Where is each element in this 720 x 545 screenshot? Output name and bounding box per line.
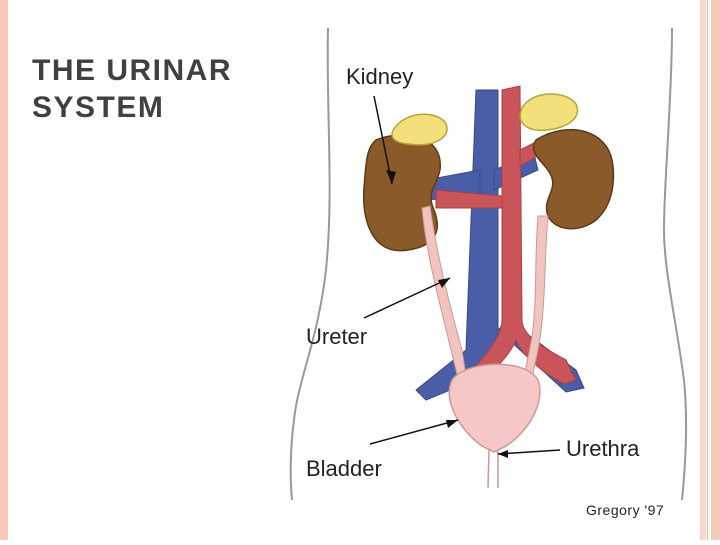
urethra-pointer-head <box>498 450 508 458</box>
ureter-pointer <box>363 277 451 319</box>
urinary-system-figure: Kidney Ureter Bladder Urethra Gregory '9… <box>276 20 700 540</box>
urinary-system-illustration <box>289 27 688 501</box>
slide-title: THE URINAR SYSTEM <box>32 52 276 126</box>
right-border-stripe-inner <box>700 0 706 540</box>
adrenal-left <box>391 113 448 146</box>
kidney-pointer <box>373 95 393 185</box>
urethra <box>487 449 499 489</box>
right-border-stripe-outer <box>711 0 720 540</box>
illustration-credit: Gregory '97 <box>586 502 665 518</box>
urethra-label: Urethra <box>566 436 640 461</box>
adrenal-right <box>519 93 579 131</box>
ureter-label: Ureter <box>306 324 368 349</box>
kidney-right <box>532 128 615 230</box>
bladder <box>448 363 541 453</box>
kidney-label: Kidney <box>346 64 414 89</box>
bladder-label: Bladder <box>306 456 382 481</box>
right-border-line <box>707 0 708 540</box>
slide-title-line-1: THE URINAR <box>32 54 232 87</box>
bladder-pointer-head <box>446 420 458 428</box>
slide-title-line-2: SYSTEM <box>32 91 165 124</box>
urethra-pointer <box>497 449 561 455</box>
left-border-stripe <box>0 0 8 540</box>
torso-outline-right <box>662 27 688 501</box>
torso-outline-left <box>289 27 331 501</box>
renal-artery-left <box>435 189 503 209</box>
bladder-pointer <box>369 419 459 445</box>
kidney-pointer-head <box>386 170 396 184</box>
ureter-left <box>421 205 467 379</box>
ureter-pointer-head <box>438 278 450 288</box>
aorta <box>459 85 577 393</box>
